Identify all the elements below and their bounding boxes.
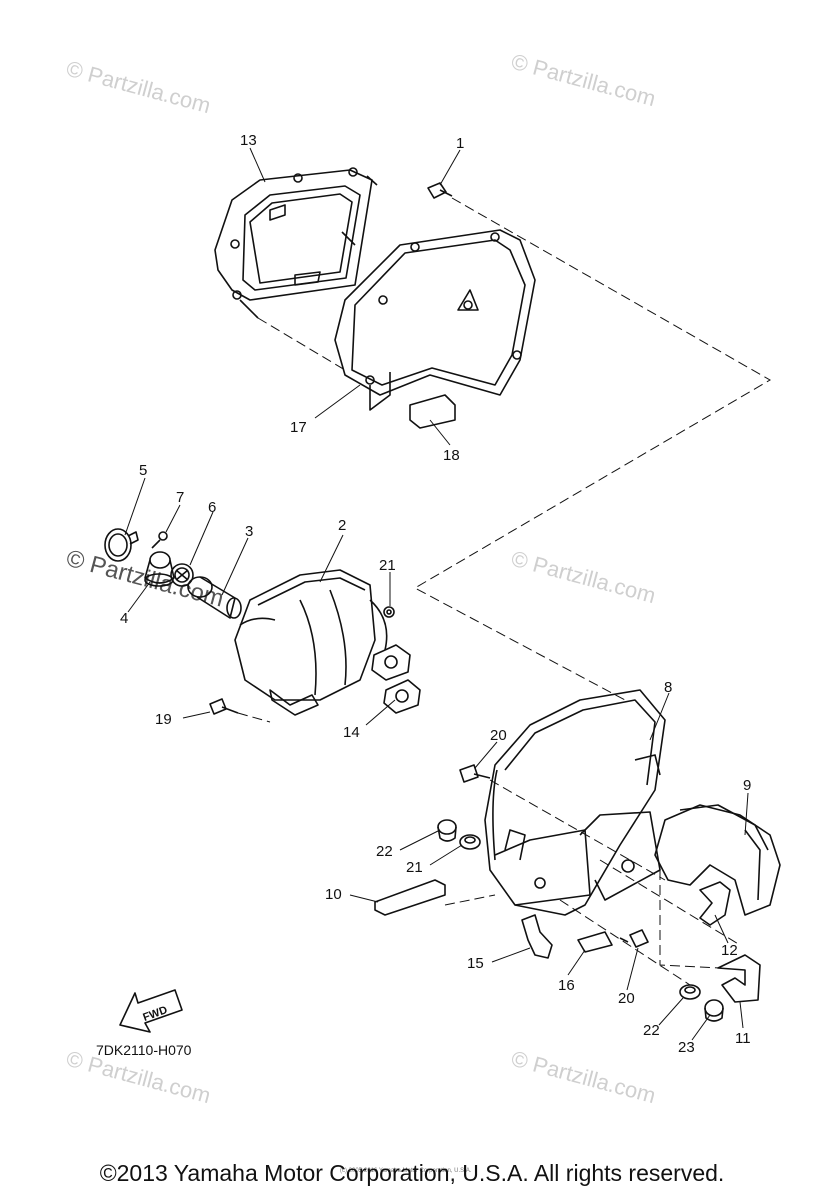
callout-20b: 20 bbox=[618, 990, 635, 1007]
fwd-arrow-icon: FWD bbox=[119, 989, 183, 1033]
callout-10: 10 bbox=[325, 886, 342, 903]
callout-5: 5 bbox=[139, 462, 147, 479]
part-13-frame bbox=[214, 167, 378, 319]
watermark: © Partzilla.com bbox=[64, 56, 214, 119]
part-8-cover bbox=[484, 689, 666, 916]
callout-6: 6 bbox=[208, 499, 216, 516]
callout-7: 7 bbox=[176, 489, 184, 506]
callout-2: 2 bbox=[338, 517, 346, 534]
diagram-code: 7DK2110-H070 bbox=[96, 1042, 192, 1058]
part-18-block bbox=[409, 394, 456, 429]
watermark: © Partzilla.com bbox=[509, 1046, 659, 1109]
watermark: © Partzilla.com bbox=[509, 49, 659, 112]
callout-15: 15 bbox=[467, 955, 484, 972]
part-2-airbox bbox=[234, 569, 388, 716]
callout-3: 3 bbox=[245, 523, 253, 540]
callout-8: 8 bbox=[664, 679, 672, 696]
part-11-clip bbox=[717, 954, 761, 1003]
callout-23: 21 bbox=[379, 557, 396, 574]
part-14-gaskets bbox=[371, 644, 421, 714]
part-17-cover bbox=[334, 229, 536, 411]
tiny-notice: (c) 2005-2016 Yamaha Motor Corporation, … bbox=[340, 1168, 472, 1174]
part-22-collar bbox=[704, 999, 724, 1022]
part-20-bolt bbox=[459, 764, 491, 783]
part-3-funnel bbox=[187, 576, 242, 619]
leader-lines bbox=[124, 147, 749, 1041]
callout-13: 13 bbox=[240, 132, 257, 149]
callout-17: 17 bbox=[290, 419, 307, 436]
callout-11: 11 bbox=[735, 1030, 751, 1047]
callout-1: 1 bbox=[456, 135, 464, 152]
callout-22b: 23 bbox=[678, 1039, 695, 1056]
part-21-grommet bbox=[459, 834, 481, 850]
part-6-screen bbox=[170, 563, 194, 587]
callout-21: 21 bbox=[406, 859, 423, 876]
callout-20: 20 bbox=[490, 727, 507, 744]
part-1-bolt bbox=[427, 182, 453, 199]
part-4-joint bbox=[144, 551, 175, 587]
part-19-bolt bbox=[209, 698, 239, 715]
part-5-clamp bbox=[104, 528, 139, 562]
part-22-collar bbox=[437, 819, 457, 842]
part-7-screw bbox=[151, 531, 168, 549]
part-12-clip bbox=[699, 881, 731, 926]
callout-16: 16 bbox=[558, 977, 575, 994]
parts-drawing bbox=[104, 167, 781, 1022]
assembly-lines bbox=[237, 197, 771, 986]
callout-9: 9 bbox=[743, 777, 751, 794]
part-15-bracket bbox=[521, 914, 553, 959]
callout-19: 19 bbox=[155, 711, 172, 728]
part-9-duct bbox=[654, 804, 781, 916]
part-10-plate bbox=[374, 879, 446, 916]
part-21-grommet bbox=[679, 984, 701, 1000]
watermark: © Partzilla.com bbox=[509, 546, 659, 609]
part-16-plate bbox=[577, 931, 613, 953]
callout-22: 22 bbox=[376, 843, 393, 860]
callout-18: 18 bbox=[443, 447, 460, 464]
callout-21b: 22 bbox=[643, 1022, 660, 1039]
copyright-notice: ©2013 Yamaha Motor Corporation, U.S.A. A… bbox=[99, 1160, 725, 1186]
callout-4: 4 bbox=[120, 610, 128, 627]
callout-12: 12 bbox=[721, 942, 738, 959]
part-20-bolt bbox=[619, 929, 649, 948]
callouts: 13 1 17 18 5 7 6 3 2 21 4 19 14 8 9 20 2… bbox=[120, 132, 751, 1056]
callout-14: 14 bbox=[343, 724, 360, 741]
part-23-nut bbox=[383, 606, 395, 618]
